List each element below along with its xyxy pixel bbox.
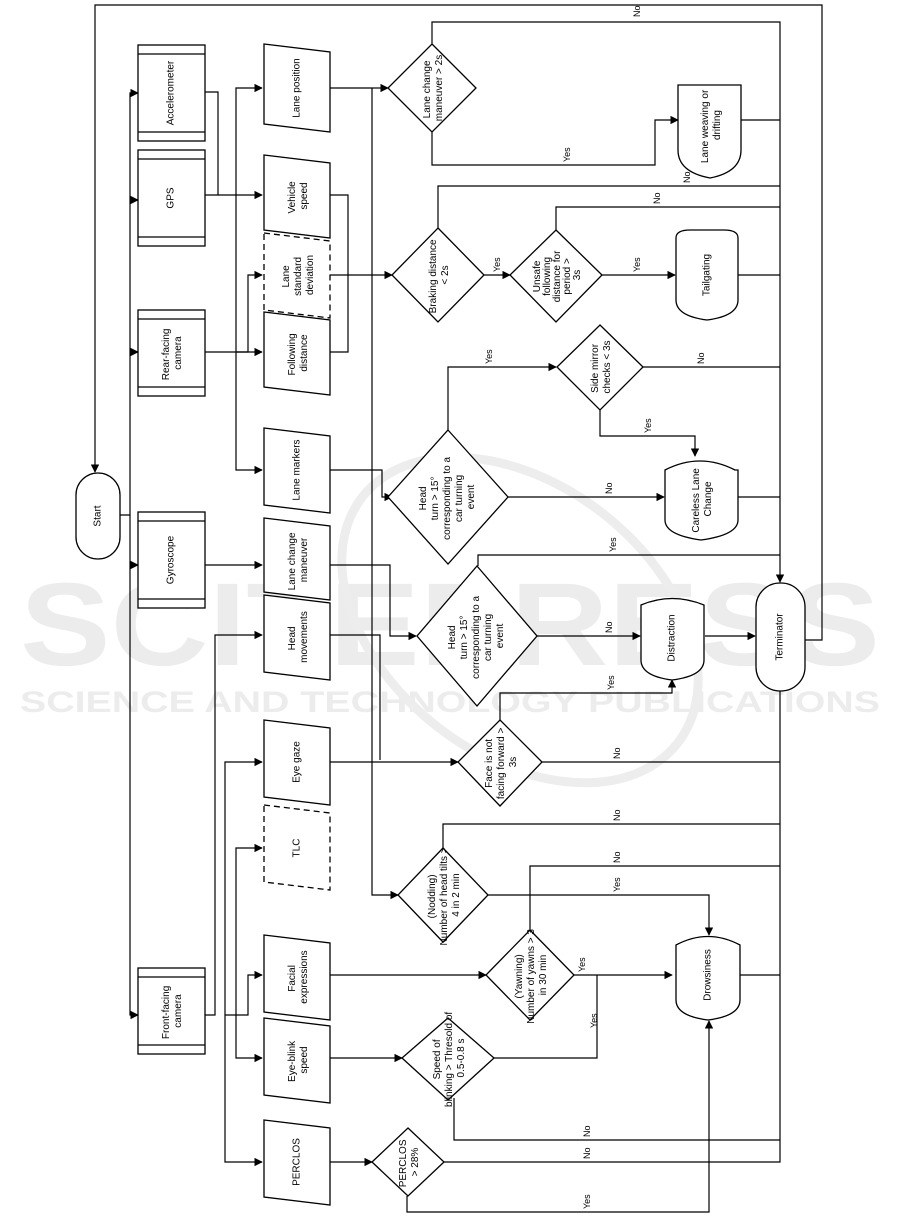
decision-head-turn-2: Head turn > 15° corresponding to a car t… xyxy=(416,565,538,707)
label-no: No xyxy=(612,809,622,821)
sensor-front-camera: Front-facing camera xyxy=(137,967,206,1055)
svg-text:Facial expressions: Facial expressions xyxy=(287,950,310,1003)
feature-tlc: TLC xyxy=(263,804,331,891)
label-no: No xyxy=(604,482,614,494)
feature-following-distance: Following distance xyxy=(263,311,331,396)
sensor-gps: GPS xyxy=(137,149,206,247)
svg-text:PERCLOS: PERCLOS xyxy=(292,1138,303,1186)
feature-lane-change-maneuver: Lane change maneuver xyxy=(263,517,331,601)
svg-text:Lane markers: Lane markers xyxy=(292,439,303,500)
label-no: No xyxy=(604,621,614,633)
feature-lane-standard-deviation: Lane standard deviation xyxy=(263,232,331,319)
svg-text:PERCLOS > 28%: PERCLOS > 28% xyxy=(398,1137,421,1188)
svg-text:Speed of blinking > Thre: Speed of blinking > Thresold of 0.5-0.8 … xyxy=(432,1009,467,1107)
feature-vehicle-speed: Vehicle speed xyxy=(263,154,331,239)
svg-text:Rear-facing camera: Rear-facing camera xyxy=(161,326,184,380)
decision-unsafe-following: Unsafe following distance for period > 3… xyxy=(509,229,603,323)
outcome-distraction: Distraction xyxy=(640,597,705,681)
feature-lane-markers: Lane markers xyxy=(263,427,331,514)
decision-head-turn-1: Head turn > 15° corresponding to a car t… xyxy=(387,429,509,565)
label-yes: Yes xyxy=(612,877,622,892)
label-yes: Yes xyxy=(632,257,642,272)
label-yes: Yes xyxy=(643,418,653,433)
svg-text:Following distance: Following distance xyxy=(287,330,310,375)
svg-text:Front-facing camera: Front-facing camera xyxy=(161,983,184,1039)
label-no: No xyxy=(652,192,662,204)
label-no: No xyxy=(582,1147,592,1159)
decision-lane-change-2s: Lane change maneuver > 2s xyxy=(387,43,477,133)
svg-text:Terminator: Terminator xyxy=(775,613,786,661)
svg-text:Tailgating: Tailgating xyxy=(702,254,713,296)
svg-text:Distraction: Distraction xyxy=(667,614,678,661)
feature-facial-expressions: Facial expressions xyxy=(263,934,331,1021)
sensor-rear-camera: Rear-facing camera xyxy=(137,309,206,397)
svg-text:Braking distance < 2s: Braking distance < 2s xyxy=(428,237,451,314)
label-no: No xyxy=(696,352,706,364)
svg-text:Lane change maneuver: Lane change maneuver xyxy=(287,530,310,591)
decision-perclos: PERCLOS > 28% xyxy=(371,1127,445,1197)
label-yes: Yes xyxy=(582,1194,592,1209)
decision-side-mirror: Side mirror checks < 3s xyxy=(556,324,644,411)
svg-text:Lane position: Lane position xyxy=(292,58,303,118)
sensor-gyroscope: Gyroscope xyxy=(137,511,206,609)
svg-text:Lane change maneuver > 2: Lane change maneuver > 2s xyxy=(422,55,445,121)
label-no: No xyxy=(632,5,642,17)
edge-labels: No Yes No Yes No Yes Yes No Yes No Yes N… xyxy=(484,5,706,1209)
outcome-careless-lane-change: Careless Lane Change xyxy=(664,460,739,541)
svg-text:(Yawning) Number of yawn: (Yawning) Number of yawns > 3 in 30 min xyxy=(514,926,549,1024)
label-yes: Yes xyxy=(492,257,502,272)
svg-text:Eye-blink speed: Eye-blink speed xyxy=(287,1038,310,1082)
decision-face-forward: Face is not facing forward > 3s xyxy=(457,719,543,807)
outcome-lane-weaving: Lane weaving or drifting xyxy=(677,84,742,179)
start-node: Start xyxy=(75,472,121,560)
label-no: No xyxy=(682,171,692,183)
svg-text:Lane weaving or drifting: Lane weaving or drifting xyxy=(700,87,723,163)
label-yes: Yes xyxy=(562,147,572,162)
svg-text:Side mirror checks < 3s: Side mirror checks < 3s xyxy=(590,340,613,393)
svg-text:Head turn > 15° co: Head turn > 15° corresponding to a car t… xyxy=(447,593,506,679)
watermark-sub: SCIENCE AND TECHNOLOGY PUBLICATIONS xyxy=(20,686,880,719)
feature-perclos: PERCLOS xyxy=(263,1119,331,1206)
decision-braking-distance: Braking distance < 2s xyxy=(391,227,485,323)
label-yes: Yes xyxy=(484,349,494,364)
sensor-accelerometer: Accelerometer xyxy=(137,44,206,142)
feature-eye-blink-speed: Eye-blink speed xyxy=(263,1017,331,1104)
label-yes: Yes xyxy=(606,675,616,690)
svg-text:Unsafe following d: Unsafe following distance for period > 3… xyxy=(532,248,583,302)
label-no: No xyxy=(612,747,622,759)
svg-text:Lane standard devi: Lane standard deviation xyxy=(281,254,316,296)
svg-text:Eye gaze: Eye gaze xyxy=(292,741,303,783)
decision-yawning: (Yawning) Number of yawns > 3 in 30 min xyxy=(485,926,575,1024)
svg-text:TLC: TLC xyxy=(292,839,303,858)
svg-text:Face is not facing forwa: Face is not facing forward > 3s xyxy=(484,725,519,799)
svg-text:Head movements: Head movements xyxy=(287,611,310,663)
svg-text:Accelerometer: Accelerometer xyxy=(166,60,177,125)
svg-text:Vehicle speed: Vehicle speed xyxy=(287,178,310,213)
decision-nodding: (Nodding) Number of head tilts > 4 in 2 … xyxy=(397,845,489,946)
svg-text:GPS: GPS xyxy=(166,187,177,208)
label-no: No xyxy=(582,1125,592,1137)
feature-head-movements: Head movements xyxy=(263,594,331,681)
terminator-node: Terminator xyxy=(755,582,806,692)
label-yes: Yes xyxy=(608,537,618,552)
label-yes: Yes xyxy=(577,957,587,972)
connectors xyxy=(90,4,823,1213)
label-yes: Yes xyxy=(589,1013,599,1028)
outcome-drowsiness: Drowsiness xyxy=(675,935,741,1021)
svg-text:(Nodding) Number of head: (Nodding) Number of head tilts > 4 in 2 … xyxy=(427,845,462,946)
svg-text:Start: Start xyxy=(93,505,104,526)
svg-text:Careless Lane Change: Careless Lane Change xyxy=(691,465,714,532)
outcome-tailgating: Tailgating xyxy=(675,229,739,321)
feature-lane-position: Lane position xyxy=(263,43,331,133)
svg-text:Head turn > 15° co: Head turn > 15° corresponding to a car t… xyxy=(418,454,477,540)
decision-blink-speed: Speed of blinking > Thresold of 0.5-0.8 … xyxy=(401,1009,495,1107)
feature-eye-gaze: Eye gaze xyxy=(263,719,331,806)
label-no: No xyxy=(612,851,622,863)
svg-text:Drowsiness: Drowsiness xyxy=(703,949,714,1001)
svg-text:Gyroscope: Gyroscope xyxy=(166,535,177,584)
